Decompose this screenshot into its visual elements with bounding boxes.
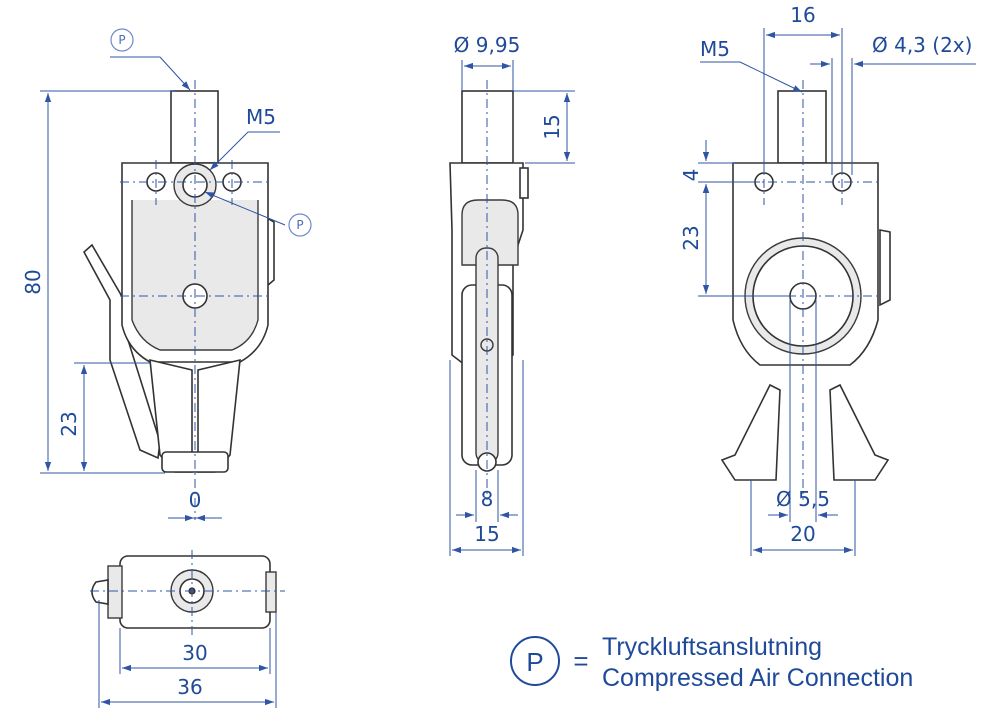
legend-line-1: Tryckluftsanslutning [602,633,822,661]
dim-jaw-length: 23 [57,411,81,436]
side-dimensions: Ø 9,95 15 8 15 [449,33,575,556]
bottom-view [90,550,285,635]
legend-port-icon [510,636,560,686]
dim-tip-width: 8 [481,487,494,511]
port-tag-top-label: P [118,33,125,47]
port-tag-top-icon [110,28,134,52]
dim-hole-diameter: Ø 4,3 (2x) [872,33,972,57]
dim-pivot-diameter: Ø 5,5 [776,487,830,511]
dim-inner-width: 30 [182,641,207,665]
bottom-lever-nub [91,579,109,605]
dim-overall-height: 80 [21,269,45,294]
legend: P = Tryckluftsanslutning Compressed Air … [510,633,913,692]
dim-center-height: 23 [679,225,703,250]
rear-stem [777,90,827,164]
dim-stem-diameter: Ø 9,95 [454,33,521,57]
front-dimensions: 80 23 0 M5 P P [21,28,312,522]
side-port-nub [519,167,529,199]
dim-jaw-gap: 0 [189,488,202,512]
port-tag-side-label: P [296,218,303,232]
port-tag-side-icon [288,213,312,237]
dim-jaw-width: 20 [790,522,815,546]
dim-hole-offset: 4 [679,169,703,182]
dim-body-width: 15 [474,522,499,546]
legend-symbol: P [526,647,543,677]
bottom-right-flange [265,571,277,613]
rear-dimensions: 16 M5 Ø 4,3 (2x) 4 23 Ø 5,5 20 [679,3,976,556]
bottom-dimensions: 30 36 [98,600,277,708]
rear-view [720,80,891,500]
rear-jaw-left [720,383,781,481]
rear-lever-stub [879,229,891,307]
legend-line-2: Compressed Air Connection [602,664,913,692]
legend-equals: = [573,646,588,676]
side-view [449,80,529,500]
dim-hole-spacing: 16 [790,3,815,27]
rear-jaw-right [829,383,890,481]
bottom-left-flange [107,565,123,619]
front-thread-label: M5 [246,105,276,129]
dim-outer-width: 36 [177,675,202,699]
side-pivot-block [461,199,519,266]
front-view [82,80,275,520]
dim-stem-height: 15 [540,114,564,139]
rear-thread-label: M5 [700,37,730,61]
